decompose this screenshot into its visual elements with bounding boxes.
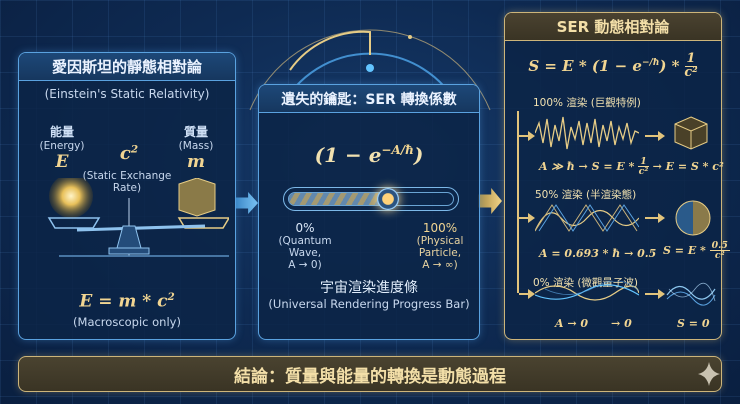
arrow-right-icon bbox=[236, 192, 258, 214]
ser-key-panel: 遺失的鑰匙：SER 轉換係數 (1 − e−A/ħ) 0% (Quantum W… bbox=[258, 84, 480, 340]
interference-wave-icon bbox=[535, 204, 639, 232]
balance-scale-icon bbox=[47, 178, 229, 257]
frac-denominator: c² bbox=[638, 166, 649, 178]
arrow-icon bbox=[519, 213, 535, 223]
ser-formula-exponent: −A/ħ bbox=[381, 143, 414, 157]
row-50-equation: A = 0.693 * ħ → 0.5 bbox=[539, 247, 657, 260]
quantum-wave-caption: (Quantum Wave, bbox=[278, 235, 332, 259]
einstein-formula: E = m * c bbox=[79, 291, 168, 312]
formula-exponent: 2 bbox=[167, 291, 175, 303]
arrow-icon bbox=[519, 131, 535, 141]
conclusion-banner: 結論：質量與能量的轉換是動態過程 bbox=[18, 356, 722, 392]
row-50-label: 50% 渲染 (半渲染態) bbox=[535, 189, 637, 201]
progress-bar-caption: (Universal Rendering Progress Bar) bbox=[268, 297, 470, 311]
panel-title: 愛因斯坦的靜態相對論 bbox=[19, 53, 235, 81]
sparkle-icon bbox=[698, 362, 720, 386]
connector-line bbox=[517, 111, 519, 293]
progress-handle[interactable] bbox=[377, 188, 399, 210]
c2-exponent: 2 bbox=[130, 143, 139, 156]
mass-symbol: m bbox=[187, 152, 205, 172]
row-50-result: S = E * bbox=[663, 243, 706, 257]
frac-numerator: 0.5 bbox=[709, 240, 730, 252]
ser-main-formula-exponent: −/ħ bbox=[641, 57, 660, 68]
physical-particle-limit: A → ∞) bbox=[422, 259, 458, 271]
static-relativity-panel: 愛因斯坦的靜態相對論 (Einstein's Static Relativity… bbox=[18, 52, 236, 340]
frac-numerator: 1 bbox=[684, 51, 698, 67]
panel-title: SER 動態相對論 bbox=[505, 13, 721, 41]
mass-label: 質量 bbox=[183, 125, 208, 139]
energy-en-label: (Energy) bbox=[39, 140, 85, 152]
frac-numerator: 1 bbox=[638, 156, 649, 168]
physical-particle-caption: (Physical Particle, bbox=[416, 235, 464, 259]
arrow-icon bbox=[645, 289, 665, 299]
frac-denominator: c² bbox=[684, 64, 698, 80]
progress-fill bbox=[289, 193, 380, 205]
arrow-icon bbox=[645, 131, 665, 141]
panel-title: 遺失的鑰匙：SER 轉換係數 bbox=[259, 85, 479, 113]
hundred-percent-label: 100% bbox=[422, 221, 458, 235]
rendering-progress-bar[interactable] bbox=[283, 187, 459, 211]
arrow-icon bbox=[645, 213, 665, 223]
row-0-equation: A → 0 → 0 bbox=[555, 317, 632, 330]
conclusion-text: 結論：質量與能量的轉換是動態過程 bbox=[234, 366, 506, 387]
row-100-label: 100% 渲染 (巨觀特例) bbox=[533, 97, 641, 109]
row-100-result: → E = S * c² bbox=[652, 159, 724, 173]
mass-en-label: (Mass) bbox=[178, 140, 214, 152]
energy-label: 能量 bbox=[49, 125, 74, 139]
row-100-equation: A ≫ ħ → S = E * bbox=[539, 159, 635, 173]
half-sphere-icon bbox=[675, 200, 711, 236]
quantum-wave-limit: A → 0) bbox=[288, 259, 322, 271]
energy-symbol: E bbox=[55, 152, 69, 172]
ser-main-formula: S = E * (1 − e bbox=[528, 56, 642, 75]
quantum-wave-icon bbox=[535, 281, 639, 301]
ser-formula: (1 − e bbox=[314, 143, 382, 167]
c2-symbol: c bbox=[119, 143, 131, 164]
zero-percent-label: 0% bbox=[295, 221, 315, 235]
c2-caption: (Static Exchange Rate) bbox=[82, 170, 172, 194]
arrow-icon bbox=[519, 289, 535, 299]
formula-caption: (Macroscopic only) bbox=[73, 315, 181, 329]
ser-formula-close: ) bbox=[413, 143, 424, 167]
dense-wave-icon bbox=[535, 116, 639, 150]
frac-denominator: c² bbox=[714, 250, 725, 262]
ser-main-formula-close: ) * bbox=[659, 56, 680, 75]
progress-bar-title: 宇宙渲染進度條 bbox=[320, 280, 418, 296]
panel-subtitle: (Einstein's Static Relativity) bbox=[44, 87, 210, 101]
wave-cloud-icon bbox=[666, 282, 716, 306]
row-0-result: S = 0 bbox=[677, 317, 710, 330]
cube-icon bbox=[674, 116, 708, 150]
